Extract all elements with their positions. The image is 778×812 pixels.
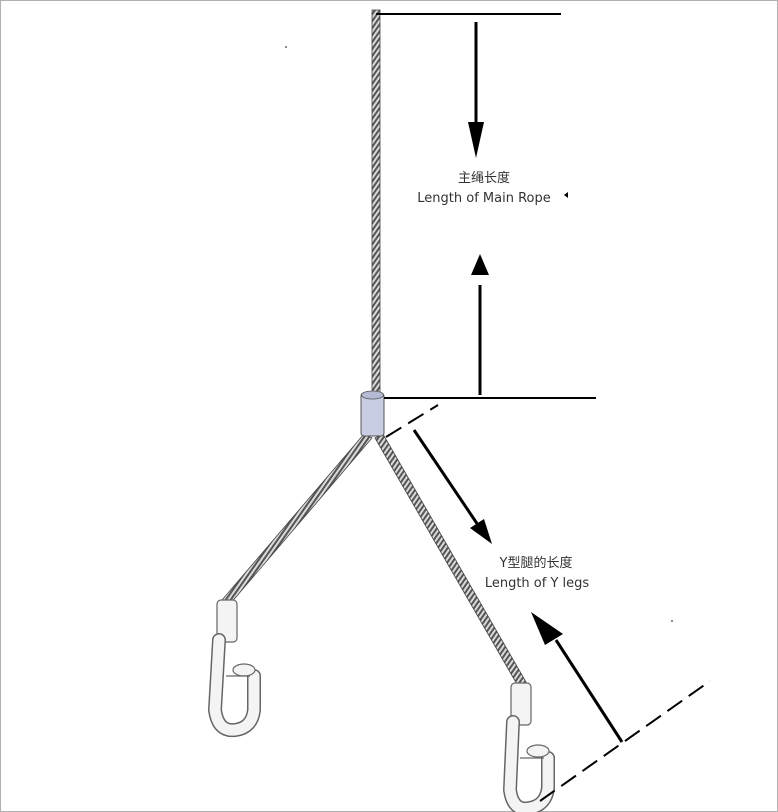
ferrule-junction (360, 390, 385, 437)
arrow-up-icon (471, 254, 489, 395)
y-legs-label-cn: Y型腿的长度 (499, 555, 573, 571)
stray-dot (671, 620, 673, 622)
y-legs-top-extension-line (385, 404, 439, 438)
y-legs-dimension (385, 404, 711, 802)
hook-left (207, 599, 261, 738)
y-legs-bottom-extension-line (539, 680, 711, 802)
main-rope-label-en: Length of Main Rope (417, 191, 550, 206)
hook-right (502, 682, 555, 812)
stray-dot (285, 46, 287, 48)
main-rope-label-cn: 主绳长度 (458, 170, 510, 186)
y-legs-label-en: Length of Y legs (485, 576, 590, 591)
small-marker-icon (564, 192, 568, 198)
arrow-down-right-icon (412, 429, 492, 544)
main-rope (371, 9, 381, 396)
main-rope-dimension (376, 13, 596, 399)
arrow-down-icon (468, 22, 484, 158)
arrow-up-left-icon (531, 612, 624, 743)
